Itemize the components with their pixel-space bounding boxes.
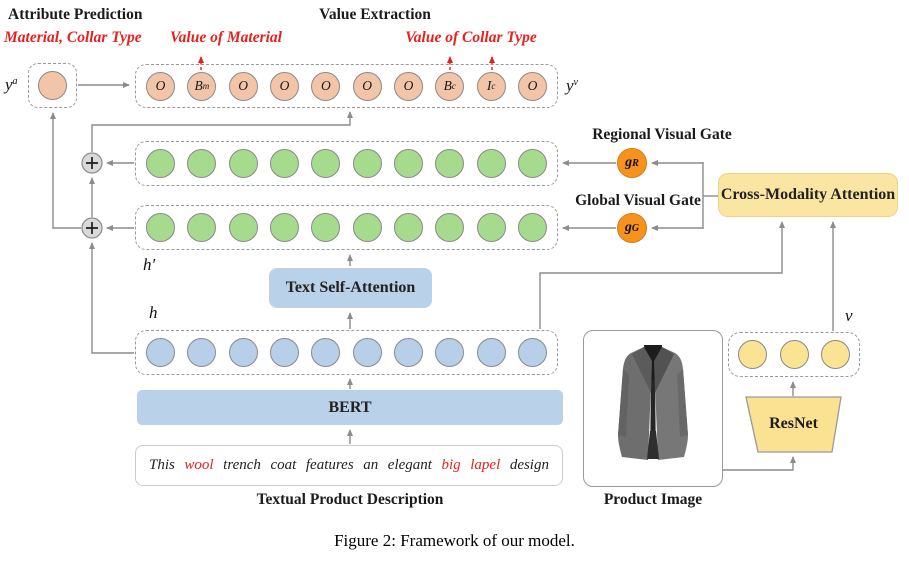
hidden-circle [146,338,175,367]
value-extraction-title: Value Extraction [319,6,431,23]
hidden-circle [435,213,465,242]
regional-visual-gate-label: Regional Visual Gate [592,126,732,143]
visual-circle [821,340,850,369]
hidden-circle [435,338,465,367]
hidden-circle [187,338,217,367]
cross-modality-attention-box: Cross-Modality Attention [718,173,898,217]
sum-node-icon [81,217,103,239]
token-circle: O [269,71,299,101]
hidden-circle [187,213,217,242]
hidden-circle [476,149,506,178]
value-of-material-label: Value of Material [170,29,282,46]
token-circle: O [352,71,382,101]
product-image-caption: Product Image [603,491,703,508]
visual-circle [779,340,809,369]
cross-modality-attention-label: Cross-Modality Attention [720,186,896,203]
visual-circle [738,340,767,369]
hidden-circle [393,213,423,242]
h-label: h [149,303,158,322]
hidden-circle [311,213,341,242]
hidden-circle [311,149,341,178]
sentence-word: wool [184,457,214,473]
textual-description-caption: Textual Product Description [256,491,444,508]
hidden-circle [517,149,547,178]
hidden-circle [269,213,299,242]
gray-connectors [50,82,836,471]
attribute-output-circle [38,71,67,100]
sentence-word: design [509,457,549,473]
hidden-circle [228,338,258,367]
resnet-trapezoid [745,396,842,453]
sentence-word: trench [223,457,261,473]
sentence-word: elegant [387,457,432,473]
product-description-box: This wool trench coat features an elegan… [135,445,563,486]
sentence-word: features [305,457,354,473]
global-visual-gate-label: Global Visual Gate [575,192,701,209]
red-dashed-arrows [198,56,495,70]
hidden-circle [187,149,217,178]
hidden-circle [228,149,258,178]
sentence-word: This [149,457,175,473]
sentence-word: an [363,457,379,473]
hidden-circle [393,338,423,367]
token-circle: O [146,71,175,101]
hidden-circle [352,149,382,178]
hidden-circle [517,338,547,367]
h-prime-label: h′ [143,255,156,274]
sentence-word: coat [270,457,297,473]
coat-illustration [618,344,688,460]
bert-label: BERT [328,398,372,416]
sentence-word: big [441,457,461,473]
hidden-circle [311,338,341,367]
token-circle: O [517,71,547,101]
hidden-circle [269,149,299,178]
predicted-attributes-label: Material, Collar Type [4,29,142,46]
sentence-word: lapel [470,457,501,473]
regional-fused-row [135,141,558,186]
text-self-attention-box: Text Self-Attention [269,268,432,308]
hidden-circle [146,149,175,178]
hidden-circle [269,338,299,367]
yv-label: yv [566,76,578,95]
token-circle: O [393,71,423,101]
hidden-circle [352,213,382,242]
hidden-circle [352,338,382,367]
global-fused-row [135,205,558,250]
resnet-label: ResNet [769,415,818,432]
attribute-output-box [28,63,77,108]
hidden-circle [228,213,258,242]
product-image-box [583,330,723,487]
text-self-attention-label: Text Self-Attention [285,279,416,296]
hidden-circle [476,338,506,367]
token-circle: O [228,71,258,101]
hidden-circle [393,149,423,178]
ya-label: ya [5,75,18,94]
visual-feature-row [728,332,860,377]
bert-box: BERT [137,390,563,425]
v-label: v [845,306,853,325]
hidden-circle [146,213,175,242]
sum-node-icon [81,152,103,174]
hidden-circle [435,149,465,178]
value-of-collar-type-label: Value of Collar Type [405,29,537,46]
figure-caption: Figure 2: Framework of our model. [334,531,575,550]
bert-hidden-row [135,330,558,375]
attribute-prediction-title: Attribute Prediction [8,6,143,23]
token-circle: O [311,71,341,101]
hidden-circle [476,213,506,242]
hidden-circle [517,213,547,242]
